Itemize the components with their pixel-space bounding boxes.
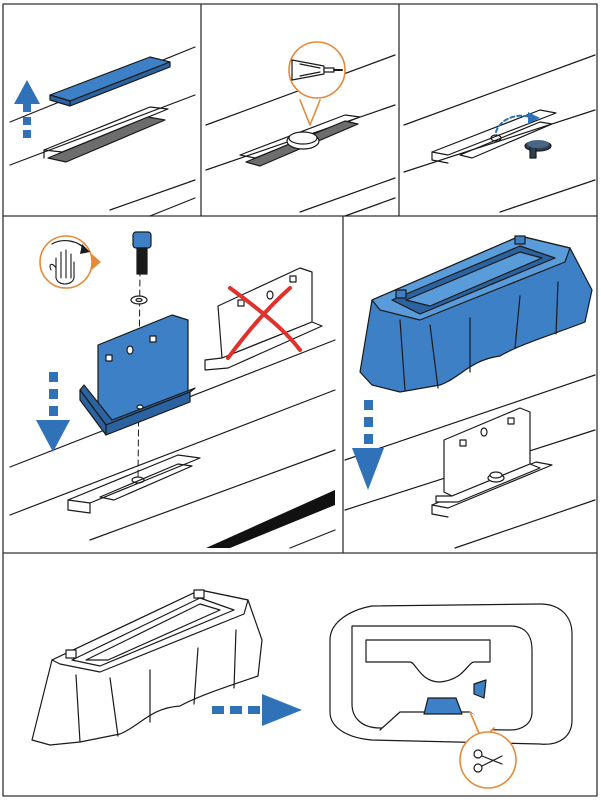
scissors-icon [473,749,503,773]
cross-mark-icon [226,286,302,360]
down-arrow-icon [352,400,384,490]
adhesive-tape [47,116,166,163]
panel-6-cut-strap [31,589,573,789]
panel-5-place-housing [344,235,596,549]
right-arrow-icon [212,694,302,726]
screwdriver-icon [291,59,343,81]
screwdriver-callout [288,41,346,126]
thumb-screw [524,140,552,159]
panel-4-mount-bracket [9,231,336,549]
bolt [132,231,152,275]
strap [423,697,463,715]
mounting-rail [206,490,335,548]
housing-underside [329,603,573,745]
bracket-installed [435,407,541,503]
hand-rotate-icon [39,235,101,289]
up-arrow-icon [14,80,40,138]
panel-3-insert-screw [403,54,596,213]
scissors-callout [459,711,517,789]
panel-1-remove-film [9,46,196,217]
bracket-blue [79,314,196,436]
down-arrow-icon [36,372,70,452]
housing-blue [359,235,593,393]
housing-outline [31,589,263,746]
panel-2-press-tape [205,41,396,217]
